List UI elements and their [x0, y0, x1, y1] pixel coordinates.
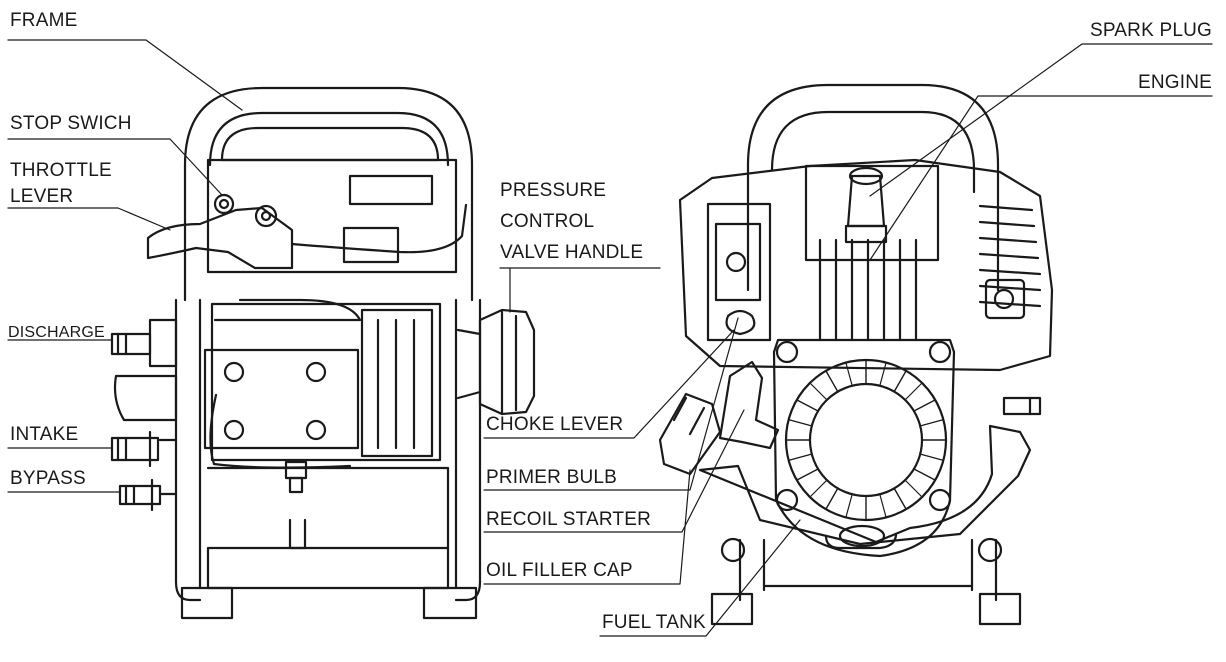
caster-right — [977, 537, 1003, 563]
frame-handle — [183, 86, 474, 302]
recoil-starter-housing — [772, 338, 956, 558]
label-discharge: DISCHARGE — [8, 324, 105, 341]
throttle-lever — [146, 206, 294, 270]
discharge-fitting — [148, 318, 178, 368]
engine-shroud — [678, 158, 1054, 372]
label-recoil-starter: RECOIL STARTER — [486, 509, 652, 530]
label-fuel-tank: FUEL TANK — [602, 612, 706, 633]
pump-body — [210, 302, 442, 462]
bypass-fitting — [118, 484, 162, 506]
intake-fitting — [110, 436, 160, 462]
starter-grip — [718, 360, 780, 450]
label-primer-bulb: PRIMER BULB — [486, 467, 618, 488]
label-stop-switch: STOP SWICH — [10, 113, 132, 134]
pressure-control-valve-handle — [478, 308, 536, 416]
fuel-tank — [698, 424, 1032, 546]
label-throttle-line2: LEVER — [10, 186, 74, 207]
label-oil-filler-cap: OIL FILLER CAP — [486, 560, 633, 581]
engine-side-view — [658, 83, 1054, 626]
label-intake: INTAKE — [10, 424, 79, 445]
label-bypass: BYPASS — [10, 468, 86, 489]
label-throttle-line1: THROTTLE — [10, 160, 112, 181]
label-engine: ENGINE — [1137, 72, 1212, 93]
label-pressure-line2: CONTROL — [500, 211, 595, 232]
frame-foot-left — [180, 586, 234, 620]
leader-lines — [7, 39, 1213, 637]
recoil-starter-hub — [808, 382, 924, 498]
label-frame: FRAME — [10, 10, 78, 31]
label-spark-plug: SPARK PLUG — [1089, 20, 1212, 41]
label-choke-lever: CHOKE LEVER — [486, 414, 624, 435]
label-pressure-line1: PRESSURE — [500, 180, 607, 201]
control-panel — [206, 158, 458, 274]
engine-frame-handle — [746, 83, 1000, 292]
frame-foot-right — [422, 586, 478, 620]
pump-side-view — [110, 86, 536, 620]
label-pressure-line3: VALVE HANDLE — [500, 242, 644, 263]
oil-filler-cap — [658, 392, 722, 476]
stop-switch-knob — [213, 193, 235, 215]
caster-left — [720, 537, 746, 563]
